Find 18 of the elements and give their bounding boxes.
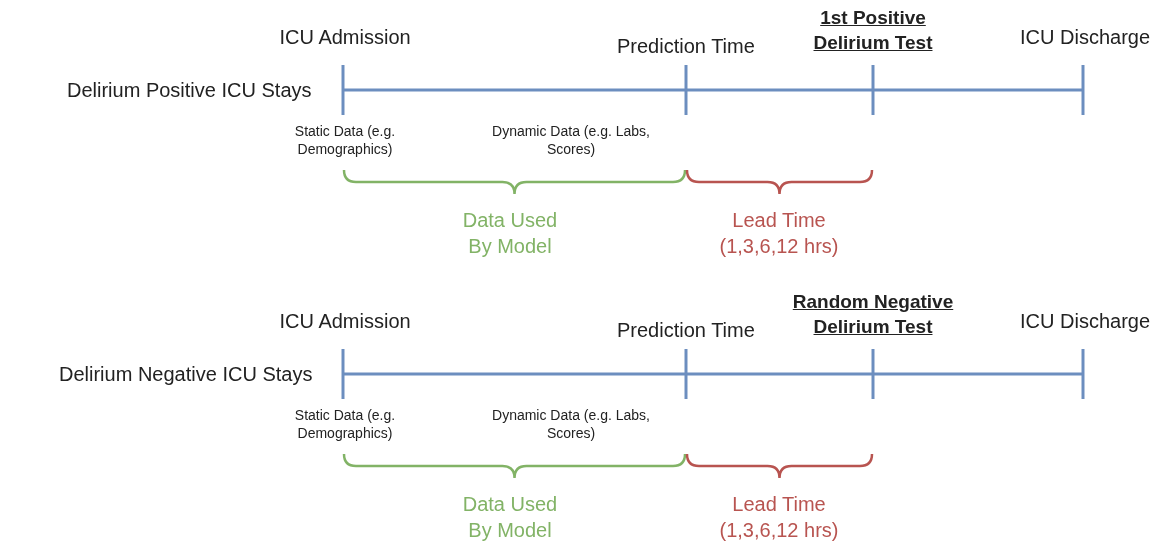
timepoint-label: ICU Admission bbox=[279, 309, 411, 334]
timepoint-label: Prediction Time bbox=[617, 34, 755, 59]
brace-label: Lead Time (1,3,6,12 hrs) bbox=[718, 208, 840, 259]
timepoint-label: ICU Discharge bbox=[1020, 309, 1151, 334]
timepoint-label: 1st Positive Delirium Test bbox=[812, 6, 934, 55]
row-label: Delirium Positive ICU Stays bbox=[67, 78, 312, 103]
timepoint-label: Random Negative Delirium Test bbox=[791, 290, 955, 339]
timepoint-label: Prediction Time bbox=[617, 318, 755, 343]
brace-label: Data Used By Model bbox=[461, 208, 559, 259]
timepoint-label: ICU Admission bbox=[279, 25, 411, 50]
brace-label: Lead Time (1,3,6,12 hrs) bbox=[718, 492, 840, 543]
data-label: Static Data (e.g. Demographics) bbox=[293, 406, 397, 443]
data-label: Dynamic Data (e.g. Labs, Scores) bbox=[491, 122, 651, 159]
timepoint-label: ICU Discharge bbox=[1020, 25, 1151, 50]
data-label: Dynamic Data (e.g. Labs, Scores) bbox=[491, 406, 651, 443]
data-label: Static Data (e.g. Demographics) bbox=[293, 122, 397, 159]
brace-label: Data Used By Model bbox=[461, 492, 559, 543]
row-label: Delirium Negative ICU Stays bbox=[59, 362, 313, 387]
